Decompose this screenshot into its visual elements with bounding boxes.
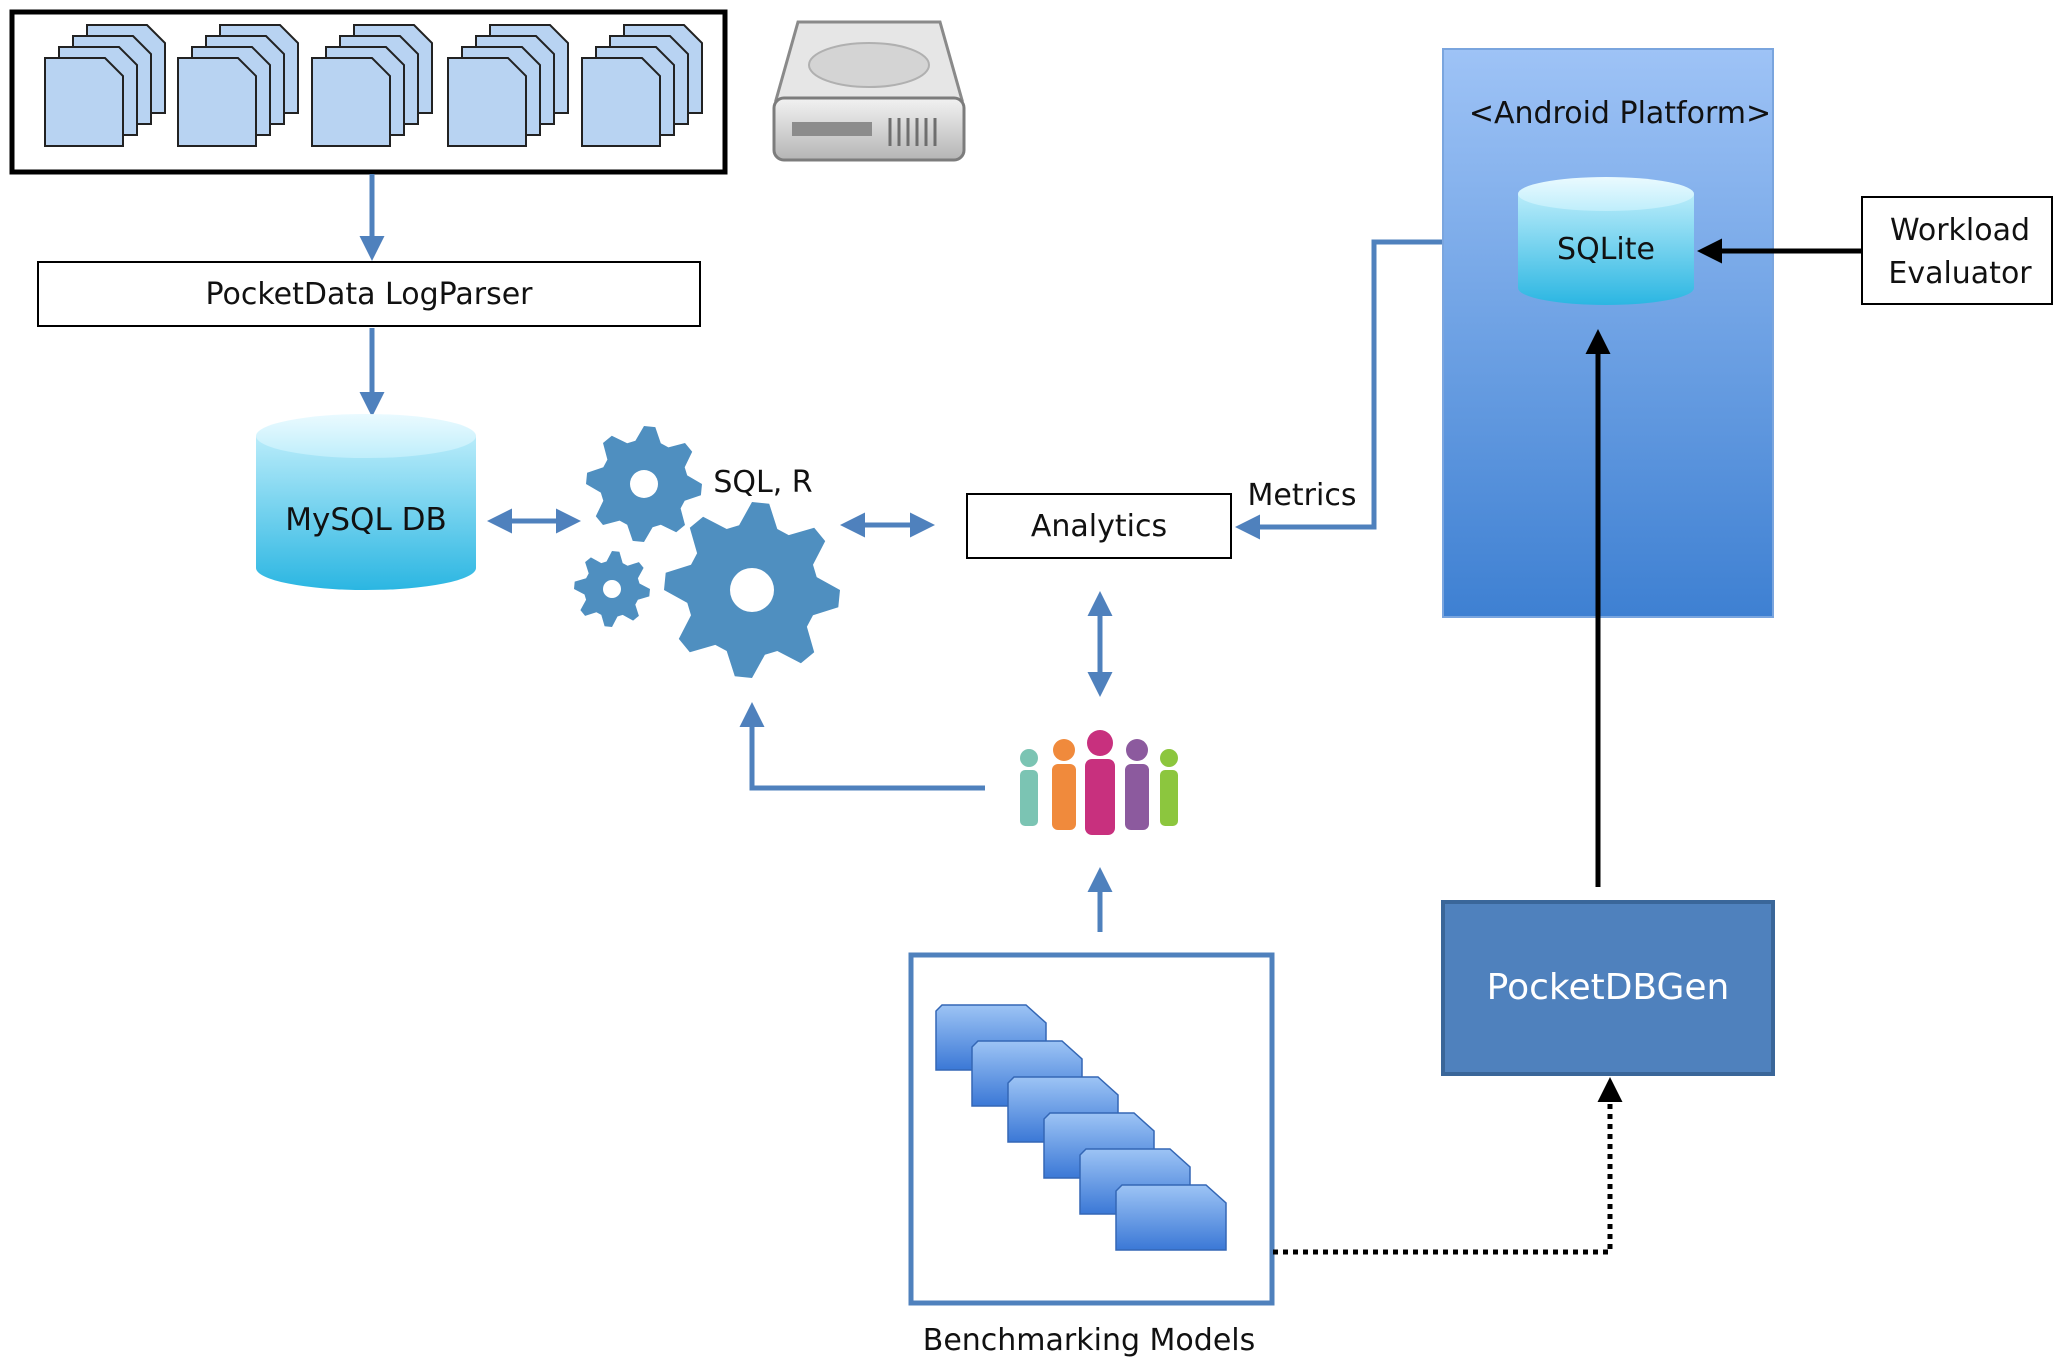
- mysql-db-cylinder: MySQL DB: [256, 414, 476, 590]
- analytics-label: Analytics: [1031, 509, 1167, 544]
- log-parser-box: PocketData LogParser: [37, 261, 701, 327]
- gears-icon: [574, 426, 840, 678]
- benchmarking-models-box: [908, 952, 1275, 1306]
- benchmarking-to-pocketdbgen-arrow: [1273, 1077, 1623, 1255]
- workload-evaluator-label-line2: Evaluator: [1888, 256, 2032, 291]
- workload-evaluator-box: Workload Evaluator: [1861, 196, 2053, 305]
- log-parser-label: PocketData LogParser: [205, 277, 533, 312]
- sqlite-label: SQLite: [1557, 232, 1655, 267]
- hard-drive-icon: [772, 20, 966, 162]
- document-stack-icon: [44, 24, 166, 147]
- android-platform-label: <Android Platform>: [1469, 96, 1771, 131]
- document-collection: [9, 9, 728, 175]
- pocketdbgen-box: PocketDBGen: [1441, 900, 1775, 1076]
- sql-r-label: SQL, R: [713, 465, 812, 500]
- document-stack-icon: [581, 24, 703, 147]
- mysql-db-label: MySQL DB: [285, 502, 446, 538]
- metrics-label: Metrics: [1248, 478, 1357, 513]
- document-stack-icon: [177, 24, 299, 147]
- pocketdbgen-label: PocketDBGen: [1487, 967, 1730, 1008]
- document-stack-icon: [311, 24, 433, 147]
- sqlite-cylinder: SQLite: [1518, 177, 1694, 305]
- analytics-box: Analytics: [966, 493, 1232, 559]
- model-stack-icon: [935, 1004, 1227, 1251]
- document-stack-icon: [447, 24, 569, 147]
- people-to-gears-arrow: [739, 702, 985, 791]
- benchmarking-models-label: Benchmarking Models: [923, 1323, 1256, 1358]
- workload-evaluator-label-line1: Workload: [1890, 213, 2030, 248]
- people-group-icon: [1020, 730, 1178, 835]
- android-platform-box: <Android Platform>: [1442, 48, 1774, 618]
